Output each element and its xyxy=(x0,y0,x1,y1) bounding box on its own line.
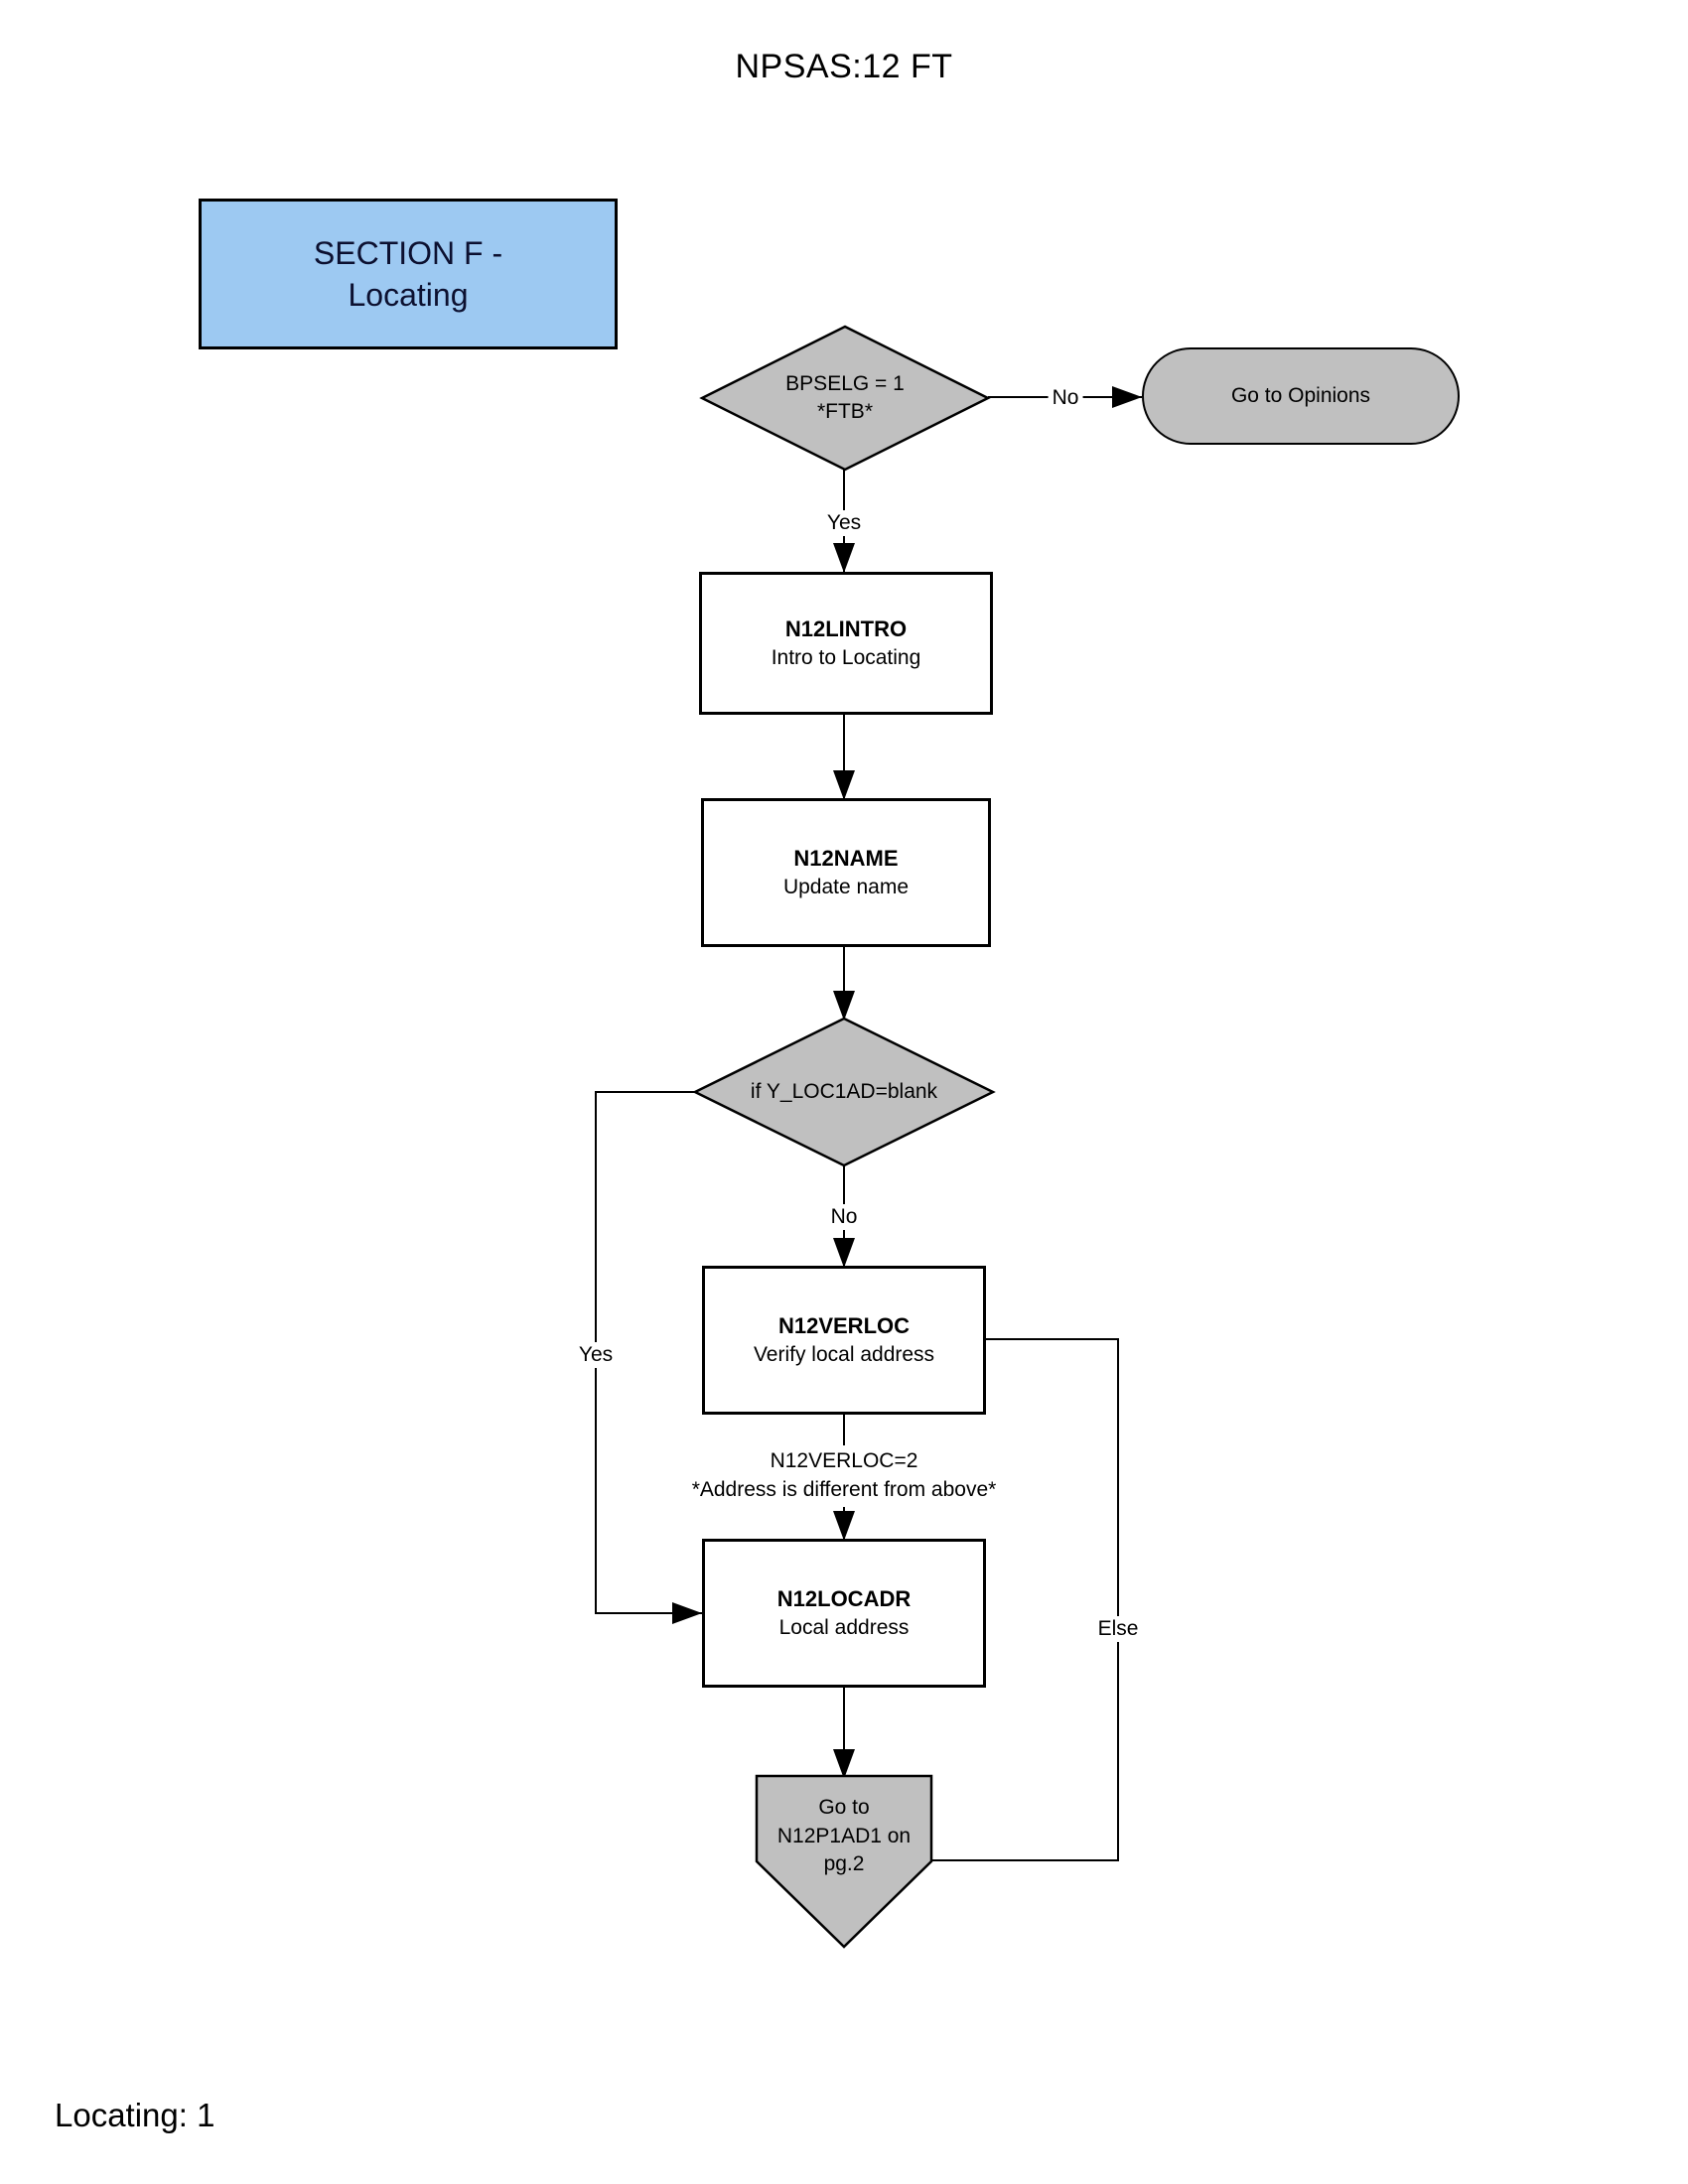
decision-bpselg-line1: BPSELG = 1 xyxy=(785,371,905,395)
process-n12verloc-name: N12VERLOC xyxy=(777,1312,911,1338)
decision-bpselg: BPSELG = 1 *FTB* xyxy=(699,324,991,473)
offpage-n12p1ad1-shape xyxy=(755,1774,933,1949)
decision-yloc1ad-label: if Y_LOC1AD=blank xyxy=(750,1079,938,1103)
arrowhead-into-opinions xyxy=(1112,386,1142,408)
arrowhead-into-verloc xyxy=(833,1238,855,1268)
terminal-go-to-opinions: Go to Opinions xyxy=(1142,347,1460,445)
terminal-go-to-opinions-label: Go to Opinions xyxy=(1230,384,1371,407)
edge-label-yloc1ad-no: No xyxy=(826,1204,862,1230)
edge-name-decision2-line xyxy=(843,941,845,1021)
edge-label-bpselg-yes: Yes xyxy=(822,510,866,536)
arrowhead-into-decision2 xyxy=(833,991,855,1021)
edge-verloc-else-top xyxy=(986,1338,1119,1340)
offpage-n12p1ad1-line1: Go to xyxy=(818,1796,870,1820)
process-n12name: N12NAME Update name xyxy=(701,798,991,947)
process-n12lintro: N12LINTRO Intro to Locating xyxy=(699,572,993,715)
decision-yloc1ad-shape xyxy=(692,1017,996,1167)
process-n12locadr-desc: Local address xyxy=(778,1615,910,1639)
arrowhead-into-name xyxy=(833,770,855,800)
process-n12locadr-name: N12LOCADR xyxy=(776,1585,912,1611)
arrowhead-into-locadr-top xyxy=(833,1511,855,1541)
offpage-n12p1ad1: Go to N12P1AD1 on pg.2 xyxy=(754,1782,934,1891)
page-footer: Locating: 1 xyxy=(55,2097,215,2133)
process-n12name-desc: Update name xyxy=(782,875,910,898)
edge-label-verloc-else: Else xyxy=(1093,1616,1143,1642)
edge-label-yloc1ad-yes: Yes xyxy=(574,1342,618,1368)
section-banner-line2: Locating xyxy=(348,277,469,313)
edge-label-verloc-condition: N12VERLOC=2 *Address is different from a… xyxy=(685,1445,1003,1507)
decision-yloc1ad: if Y_LOC1AD=blank xyxy=(692,1016,996,1168)
process-n12lintro-name: N12LINTRO xyxy=(784,615,908,641)
offpage-n12p1ad1-line2: N12P1AD1 on xyxy=(776,1824,912,1847)
process-n12verloc-desc: Verify local address xyxy=(753,1342,935,1366)
offpage-n12p1ad1-line3: pg.2 xyxy=(823,1852,865,1876)
edge-label-bpselg-no: No xyxy=(1048,385,1083,411)
edge-lintro-name-line xyxy=(843,709,845,800)
edge-verloc-else-vertical xyxy=(1117,1338,1119,1861)
decision-bpselg-shape xyxy=(699,325,991,472)
verloc-condition-line1: N12VERLOC=2 xyxy=(770,1449,918,1472)
page-title: NPSAS:12 FT xyxy=(735,48,953,85)
arrowhead-into-offpage xyxy=(833,1749,855,1779)
process-n12verloc: N12VERLOC Verify local address xyxy=(702,1266,986,1415)
verloc-condition-line2: *Address is different from above* xyxy=(691,1477,997,1501)
edge-yloc1ad-yes-bottom xyxy=(595,1612,702,1614)
arrowhead-into-lintro xyxy=(833,543,855,573)
section-banner: SECTION F - Locating xyxy=(199,199,618,349)
section-banner-line1: SECTION F - xyxy=(313,234,503,271)
arrowhead-into-locadr-left xyxy=(672,1602,702,1624)
edge-locadr-offpage-line xyxy=(843,1682,845,1779)
edge-yloc1ad-yes-top xyxy=(595,1091,695,1093)
edge-verloc-else-bottom xyxy=(931,1859,1119,1861)
process-n12locadr: N12LOCADR Local address xyxy=(702,1539,986,1688)
decision-bpselg-line2: *FTB* xyxy=(816,400,873,423)
process-n12name-name: N12NAME xyxy=(793,845,899,871)
process-n12lintro-desc: Intro to Locating xyxy=(771,645,921,669)
